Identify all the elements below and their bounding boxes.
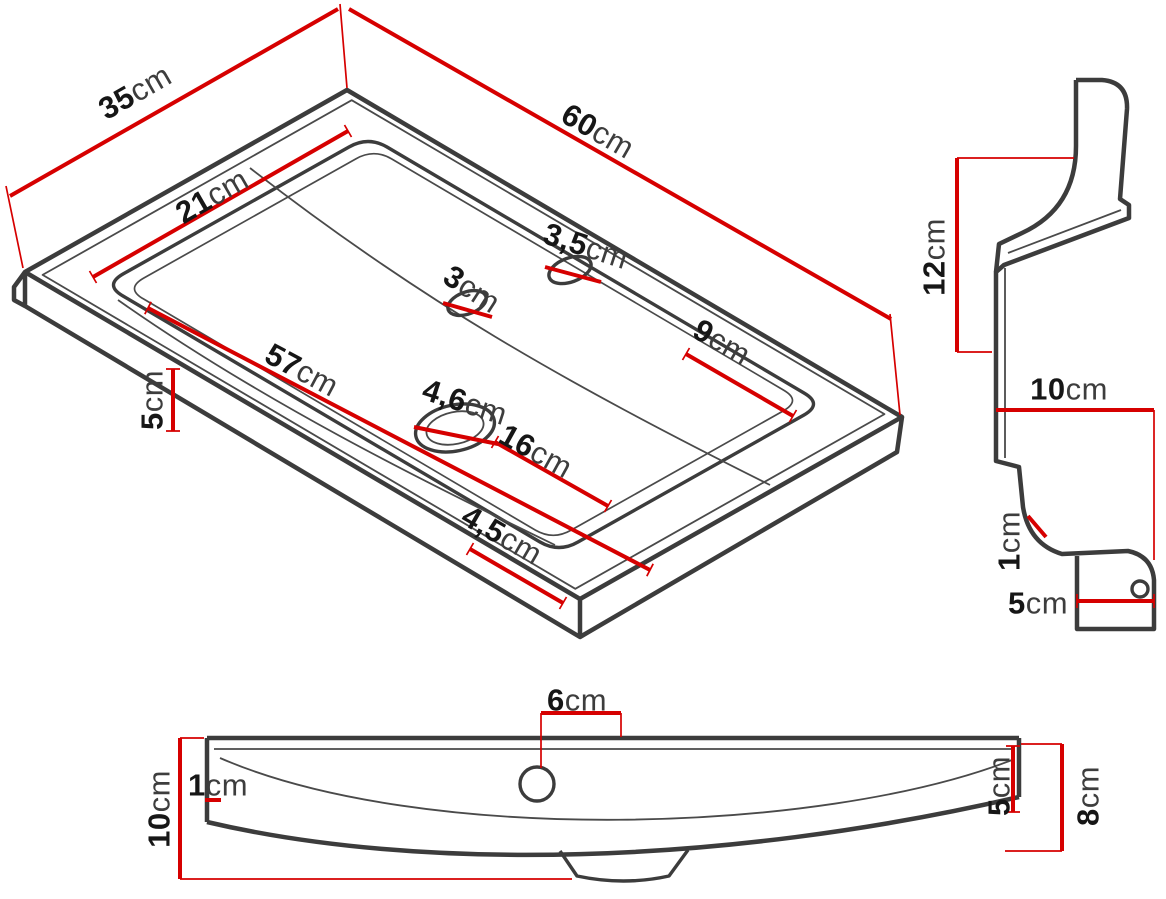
- dim-side-wall-step: 1cm: [991, 510, 1027, 572]
- front-extension-lines: [180, 713, 1062, 880]
- dim-unit: cm: [916, 218, 952, 261]
- drain-hole-inner: [425, 410, 485, 446]
- basin-bottom-curves: [117, 167, 771, 546]
- dim-side-base-depth: 10cm: [1030, 374, 1108, 405]
- dim-front-hole-offset: 6cm: [547, 685, 607, 716]
- front-outline: [204, 735, 1022, 822]
- overflow-hole: [446, 288, 488, 318]
- dim-front-right-height: 8cm: [1070, 765, 1106, 827]
- front-drain-block: [558, 848, 690, 883]
- dim-front-height-overall: 10cm: [141, 770, 177, 848]
- drain-hole-outer: [413, 402, 497, 454]
- iso-extension-lines: [5, 3, 901, 610]
- dim-unit: cm: [991, 510, 1027, 554]
- side-view: [955, 77, 1157, 632]
- dim-unit: cm: [1070, 765, 1106, 809]
- dim-unit: cm: [141, 770, 177, 813]
- dim-unit: cm: [1065, 371, 1108, 407]
- faucet-hole: [547, 254, 593, 286]
- side-dimension-lines: [955, 158, 1154, 603]
- dim-unit: cm: [1025, 585, 1069, 621]
- dim-value: 12: [916, 260, 952, 296]
- dim-value: 5: [1007, 585, 1026, 621]
- dim-unit: cm: [134, 369, 170, 413]
- dim-front-right-rim: 5cm: [981, 755, 1017, 817]
- dim-unit: cm: [205, 767, 249, 803]
- iso-dimension-lines: [9, 7, 892, 605]
- side-rim-inner-line: [1007, 209, 1122, 254]
- dim-side-base-width: 5cm: [1008, 588, 1068, 619]
- dim-value: 1: [187, 767, 206, 803]
- dim-value: 6: [546, 682, 565, 718]
- side-extension-lines: [957, 157, 1155, 608]
- dim-value: 10: [141, 812, 177, 848]
- sink-rim-inner-line: [41, 99, 886, 590]
- dim-value: 5: [134, 412, 170, 431]
- dim-unit: cm: [564, 682, 608, 718]
- front-dimension-lines: [178, 711, 1064, 879]
- front-faucet-hole: [518, 765, 556, 803]
- isometric-view: [5, 3, 905, 640]
- basin-opening-inner-line: [133, 152, 794, 537]
- dim-side-upper-height: 12cm: [916, 218, 952, 296]
- sink-body-edges: [11, 270, 905, 640]
- dim-unit: cm: [981, 755, 1017, 799]
- dim-iso-left-rim: 5cm: [134, 369, 170, 431]
- side-mount-hole: [1130, 579, 1150, 599]
- dim-value: 8: [1070, 808, 1106, 827]
- side-profile-left-edge: [993, 80, 1079, 273]
- front-inner-curve: [219, 757, 1013, 821]
- side-profile-outline: [993, 77, 1157, 632]
- dim-front-left-rim: 1cm: [188, 770, 248, 801]
- dim-value: 10: [1030, 371, 1066, 407]
- front-bottom-curve: [206, 794, 1020, 858]
- dim-value: 5: [981, 798, 1017, 817]
- front-view: [178, 711, 1064, 883]
- dim-value: 1: [991, 553, 1027, 572]
- basin-opening-outline: [111, 139, 816, 550]
